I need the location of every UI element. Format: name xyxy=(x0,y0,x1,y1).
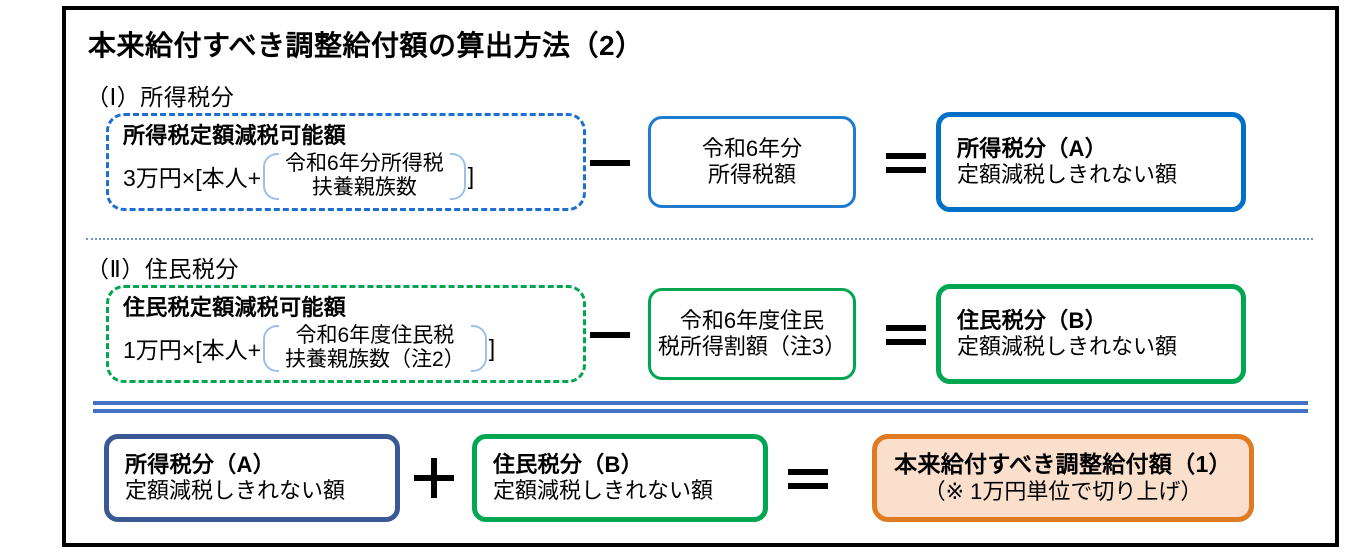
income-tax-bracket-line2: 扶養親族数 xyxy=(311,176,417,200)
resident-tax-equals-operator xyxy=(886,314,926,354)
summary-term-b-line1: 住民税分（B） xyxy=(493,452,643,478)
section-label-resident-tax: （Ⅱ）住民税分 xyxy=(86,256,239,282)
resident-tax-minus-operator xyxy=(590,314,630,354)
resident-tax-result-line1: 住民税分（B） xyxy=(957,308,1107,334)
summary-total-line1: 本来給付すべき調整給付額（1） xyxy=(894,451,1232,478)
resident-tax-possible-amount-box: 住民税定額減税可能額 1万円×[本人+ 令和6年度住民税 扶養親族数（注2） ] xyxy=(106,285,586,383)
income-tax-minus-operator xyxy=(590,142,630,182)
income-tax-equals-operator xyxy=(886,142,926,182)
section-label-income-tax: （Ⅰ）所得税分 xyxy=(86,84,235,110)
summary-divider xyxy=(93,401,1308,413)
resident-tax-result-box: 住民税分（B） 定額減税しきれない額 xyxy=(936,284,1246,384)
summary-total-line2: （※ 1万円単位で切り上げ） xyxy=(923,478,1203,504)
resident-tax-result-line2: 定額減税しきれない額 xyxy=(957,334,1178,359)
summary-term-a-line2: 定額減税しきれない額 xyxy=(125,478,346,503)
income-tax-result-line2: 定額減税しきれない額 xyxy=(957,162,1178,187)
summary-term-a-box: 所得税分（A） 定額減税しきれない額 xyxy=(104,434,400,522)
income-tax-possible-title: 所得税定額減税可能額 xyxy=(123,122,347,148)
resident-tax-bracket-line2: 扶養親族数（注2） xyxy=(285,348,465,372)
resident-tax-possible-formula: 1万円×[本人+ 令和6年度住民税 扶養親族数（注2） ] xyxy=(123,324,583,374)
outer-frame: 本来給付すべき調整給付額の算出方法（2） （Ⅰ）所得税分 所得税定額減税可能額 … xyxy=(62,6,1339,547)
income-tax-possible-amount-box: 所得税定額減税可能額 3万円×[本人+ 令和6年分所得税 扶養親族数 ] xyxy=(106,113,586,211)
summary-equals-operator xyxy=(788,458,828,498)
section-separator xyxy=(86,238,1313,240)
summary-term-b-box: 住民税分（B） 定額減税しきれない額 xyxy=(472,434,768,522)
income-tax-bracket-group: 令和6年分所得税 扶養親族数 xyxy=(263,152,466,202)
income-tax-result-line1: 所得税分（A） xyxy=(957,136,1107,162)
income-tax-amount-line1: 令和6年分 xyxy=(701,136,803,162)
resident-tax-bracket-group: 令和6年度住民税 扶養親族数（注2） xyxy=(263,324,487,374)
summary-total-box: 本来給付すべき調整給付額（1） （※ 1万円単位で切り上げ） xyxy=(872,434,1254,522)
resident-tax-formula-suffix: ] xyxy=(488,334,496,361)
income-tax-formula-prefix: 3万円×[本人+ xyxy=(123,165,262,192)
resident-tax-amount-line2: 税所得割額（注3） xyxy=(657,334,847,359)
income-tax-formula-suffix: ] xyxy=(467,162,475,189)
page-title: 本来給付すべき調整給付額の算出方法（2） xyxy=(88,30,644,61)
summary-term-b-line2: 定額減税しきれない額 xyxy=(493,478,714,503)
income-tax-amount-line2: 所得税額 xyxy=(707,162,796,187)
resident-tax-possible-title: 住民税定額減税可能額 xyxy=(123,294,347,320)
income-tax-bracket-line1: 令和6年分所得税 xyxy=(285,151,444,175)
resident-tax-amount-box: 令和6年度住民 税所得割額（注3） xyxy=(648,288,856,380)
summary-term-a-line1: 所得税分（A） xyxy=(125,452,275,478)
resident-tax-amount-line1: 令和6年度住民 xyxy=(679,308,825,334)
resident-tax-bracket-line1: 令和6年度住民税 xyxy=(295,323,455,347)
resident-tax-formula-prefix: 1万円×[本人+ xyxy=(123,337,262,364)
income-tax-result-box: 所得税分（A） 定額減税しきれない額 xyxy=(936,112,1246,212)
income-tax-possible-formula: 3万円×[本人+ 令和6年分所得税 扶養親族数 ] xyxy=(123,152,583,202)
summary-plus-operator xyxy=(414,458,454,498)
income-tax-amount-box: 令和6年分 所得税額 xyxy=(648,116,856,208)
